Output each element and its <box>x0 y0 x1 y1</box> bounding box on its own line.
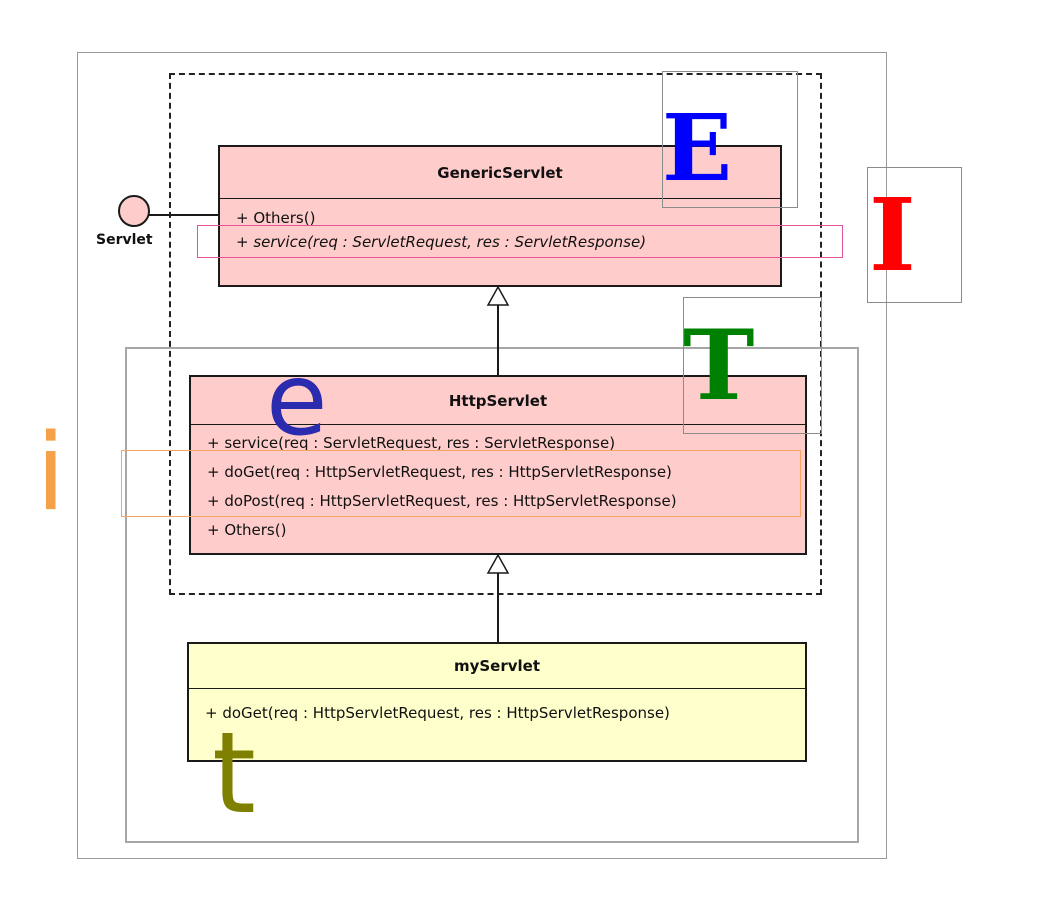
letter-box-t-upper <box>683 297 822 434</box>
operation-abstract: + service(req : ServletRequest, res : Se… <box>236 233 647 251</box>
highlight-doget-dopost <box>121 450 801 517</box>
servlet-interface-icon <box>118 195 150 227</box>
operation: + doGet(req : HttpServletRequest, res : … <box>207 463 672 481</box>
class-operations: + doGet(req : HttpServletRequest, res : … <box>189 689 805 725</box>
letter-e-upper: E <box>662 94 733 202</box>
class-http-servlet: HttpServlet + service(req : ServletReque… <box>189 375 807 555</box>
operation: + doGet(req : HttpServletRequest, res : … <box>205 704 670 722</box>
class-name: HttpServlet <box>191 377 805 425</box>
letter-t-lower: t <box>212 709 256 839</box>
inheritance-arrowhead-http <box>486 553 510 574</box>
servlet-interface-label: Servlet <box>96 232 153 248</box>
highlight-service-method <box>197 225 843 258</box>
operation: + service(req : ServletRequest, res : Se… <box>207 434 616 452</box>
letter-i-upper: I <box>869 176 916 294</box>
operation: + Others() <box>207 521 287 539</box>
letter-i-lower: i <box>36 411 66 534</box>
operation: + doPost(req : HttpServletRequest, res :… <box>207 492 677 510</box>
outer-frame <box>77 52 887 859</box>
letter-e-lower: e <box>266 341 328 458</box>
letter-box-e-upper <box>662 71 798 208</box>
letter-box-i-upper <box>867 167 962 303</box>
operation: + Others() <box>236 209 316 227</box>
http-scope-frame <box>125 347 859 843</box>
class-name: myServlet <box>189 644 805 689</box>
letter-t-upper: T <box>683 309 755 422</box>
class-generic-servlet: GenericServlet + Others() + service(req … <box>218 145 782 287</box>
class-my-servlet: myServlet + doGet(req : HttpServletReque… <box>187 642 807 762</box>
class-operations: + service(req : ServletRequest, res : Se… <box>191 425 805 545</box>
class-operations: + Others() + service(req : ServletReques… <box>220 199 780 254</box>
class-name: GenericServlet <box>220 147 780 199</box>
inheritance-arrowhead-generic <box>486 285 510 306</box>
